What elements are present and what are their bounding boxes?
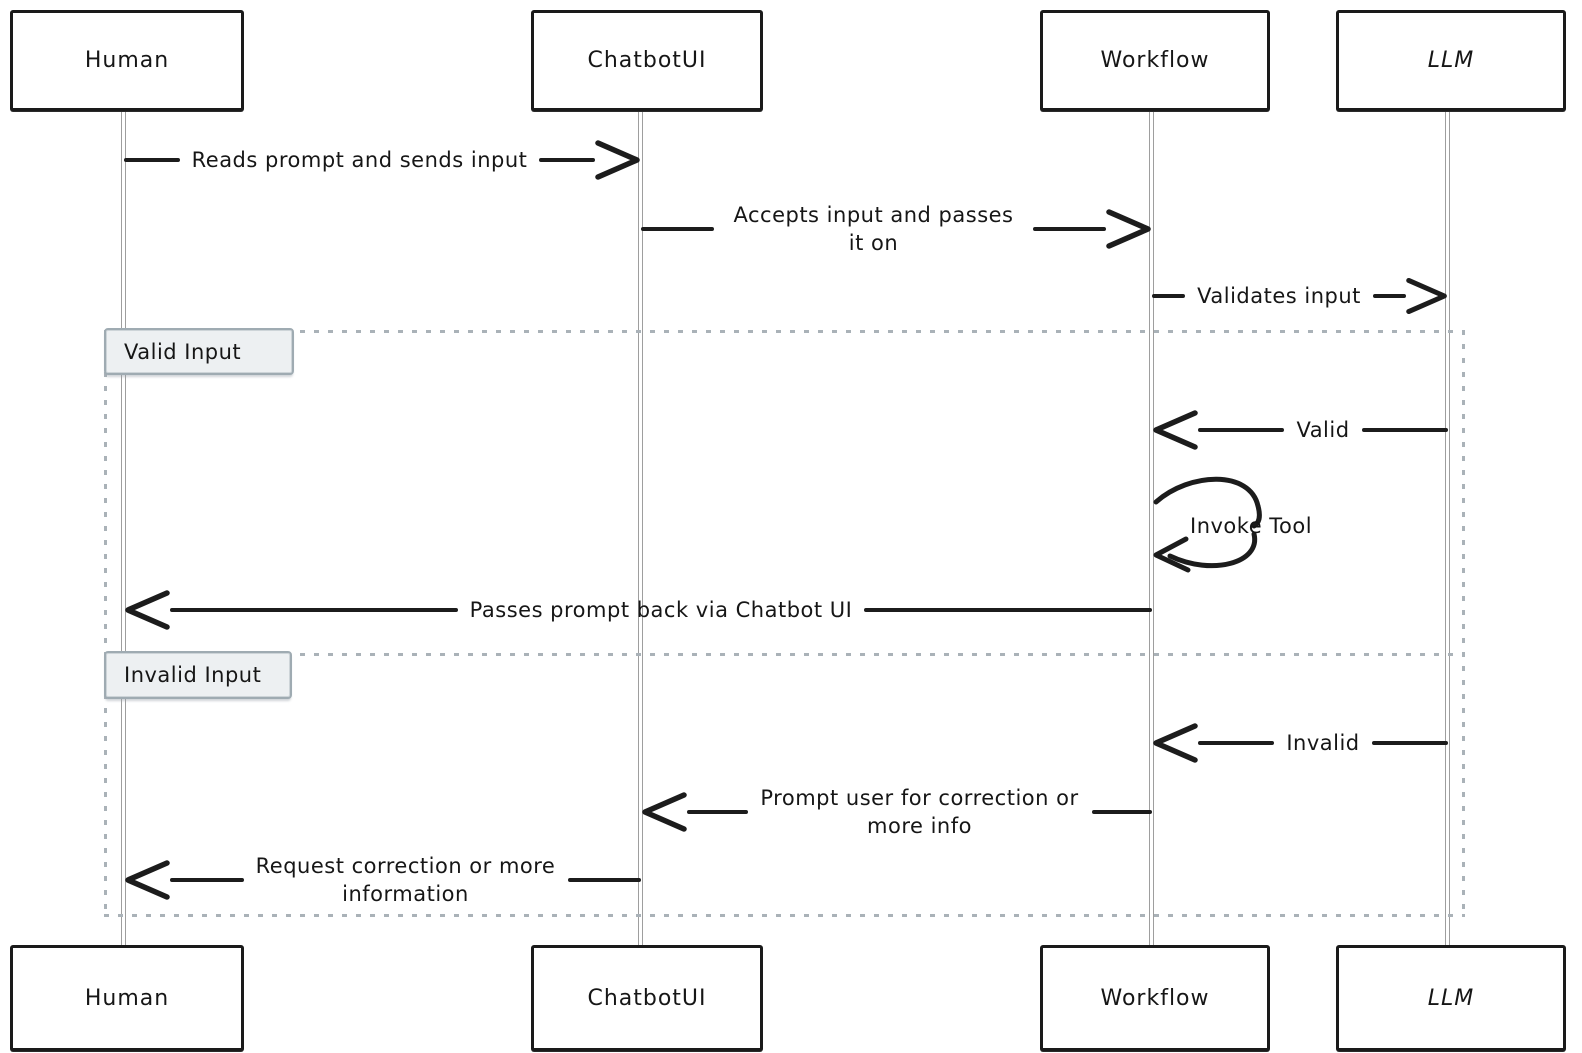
- alt-frame-top-edge: [104, 330, 1465, 333]
- message-accepts-input: Accepts input and passes it on: [641, 197, 1152, 261]
- message-label: Request correction or more information: [255, 853, 556, 906]
- actor-label: LLM: [1427, 48, 1475, 73]
- message-passes-prompt-back: Passes prompt back via Chatbot UI: [124, 582, 1153, 638]
- actor-label: Human: [84, 985, 170, 1011]
- section-label-valid-input-text: Valid Input: [124, 339, 242, 364]
- message-line: [1033, 226, 1106, 232]
- arrowhead-left-icon: [1153, 410, 1198, 450]
- actor-label: LLM: [1427, 985, 1475, 1011]
- section-label-invalid-input: Invalid Input: [104, 651, 292, 699]
- actor-box-human-bottom: Human: [10, 945, 244, 1051]
- message-label: Valid: [1296, 417, 1350, 442]
- arrowhead-right-icon: [1106, 209, 1151, 249]
- actor-box-human-top: Human: [10, 10, 244, 111]
- self-loop-arrow: [1153, 476, 1262, 573]
- message-label: Invalid: [1286, 730, 1360, 755]
- message-label: Prompt user for correction or more info: [760, 785, 1079, 838]
- message-line: [641, 226, 714, 232]
- alt-frame-right-edge: [1462, 330, 1465, 917]
- arrowhead-right-icon: [1406, 277, 1447, 315]
- message-line: [687, 809, 748, 815]
- message-line: [539, 157, 595, 163]
- actor-label: Human: [84, 48, 170, 73]
- message-label: Reads prompt and sends input: [191, 147, 528, 172]
- lifeline-human: [121, 105, 126, 945]
- message-line: [864, 607, 1153, 613]
- arrowhead-left-icon: [642, 792, 687, 832]
- arrowhead-left-icon: [125, 860, 170, 900]
- message-line: [1372, 293, 1407, 299]
- lifeline-chatbotui: [638, 105, 643, 945]
- actor-label: ChatbotUI: [587, 985, 707, 1011]
- message-line: [1152, 293, 1186, 299]
- message-line: [1198, 427, 1285, 433]
- actor-box-chatbotui-bottom: ChatbotUI: [531, 945, 763, 1051]
- message-line: [124, 157, 180, 163]
- actor-box-llm-top: LLM: [1336, 10, 1566, 111]
- actor-box-workflow-bottom: Workflow: [1040, 945, 1270, 1051]
- message-line: [1198, 740, 1275, 746]
- lifeline-workflow: [1149, 105, 1154, 945]
- arrowhead-left-icon: [1153, 723, 1198, 763]
- message-request-correction: Request correction or more information: [124, 848, 641, 912]
- lifeline-llm: [1445, 105, 1450, 945]
- message-invoke-tool: Invoke Tool: [1190, 514, 1313, 538]
- actor-label: ChatbotUI: [587, 48, 707, 73]
- message-invalid: Invalid: [1152, 715, 1448, 771]
- actor-box-llm-bottom: LLM: [1336, 945, 1566, 1051]
- arrowhead-left-icon: [125, 590, 170, 630]
- message-validates-input: Validates input: [1152, 268, 1448, 324]
- message-label: Passes prompt back via Chatbot UI: [469, 597, 853, 622]
- message-line: [1091, 809, 1152, 815]
- message-line: [1361, 427, 1449, 433]
- actor-box-chatbotui-top: ChatbotUI: [531, 10, 763, 111]
- message-reads-prompt: Reads prompt and sends input: [124, 132, 641, 188]
- message-line: [1371, 740, 1448, 746]
- actor-label: Workflow: [1100, 985, 1210, 1011]
- message-line: [567, 877, 641, 883]
- message-line: [170, 877, 244, 883]
- message-line: [170, 607, 458, 613]
- message-label: Validates input: [1197, 283, 1361, 308]
- section-label-invalid-input-text: Invalid Input: [124, 663, 262, 687]
- message-label: Accepts input and passes it on: [733, 202, 1014, 255]
- message-valid: Valid: [1152, 402, 1449, 458]
- arrowhead-right-icon: [595, 140, 640, 180]
- actor-box-workflow-top: Workflow: [1040, 10, 1270, 111]
- alt-frame-divider: [104, 653, 1465, 656]
- alt-frame-bottom-edge: [104, 914, 1465, 917]
- actor-label: Workflow: [1100, 48, 1210, 73]
- message-prompt-user-correction: Prompt user for correction or more info: [641, 780, 1152, 844]
- alt-frame-left-edge: [104, 330, 107, 917]
- section-label-valid-input: Valid Input: [104, 328, 294, 375]
